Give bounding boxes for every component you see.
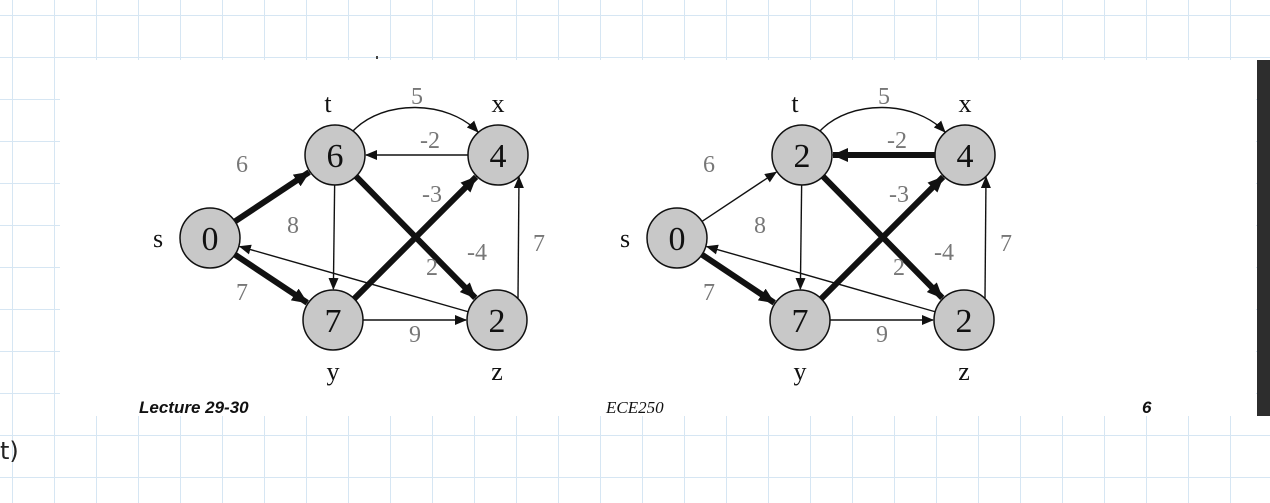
- vertex-label-z: z: [491, 357, 503, 386]
- edge-weight-x-t: -2: [887, 128, 907, 154]
- vertex-distance-s: 0: [202, 221, 219, 258]
- vertex-t: [304, 124, 366, 186]
- edge-weight-s-t: 6: [236, 152, 248, 178]
- vertex-distance-x: 4: [490, 138, 507, 175]
- edge-y-x: [819, 174, 946, 301]
- vertex-label-y: y: [794, 357, 807, 386]
- edge-z-x: [513, 176, 524, 299]
- vertex-distance-y: 7: [792, 303, 809, 340]
- vertex-distance-x: 4: [957, 138, 974, 175]
- vertex-s: [179, 207, 241, 269]
- edge-t-y: [795, 184, 806, 291]
- graph-after: 6 7 5 -2 8 -4 -3 9 7 2 0 s 2 t 4 x 7 y 2 z: [620, 84, 1012, 386]
- vertex-label-y: y: [327, 357, 340, 386]
- edge-weight-y-z: 9: [409, 322, 421, 348]
- vertex-label-t: t: [791, 89, 799, 118]
- edge-weight-z-s: 2: [893, 255, 905, 281]
- edge-weight-z-s: 2: [426, 255, 438, 281]
- edge-weight-z-x: 7: [533, 231, 545, 257]
- margin-note: t): [0, 437, 19, 465]
- edge-weight-y-x: -3: [422, 182, 442, 208]
- vertex-y: [769, 289, 831, 351]
- edge-weight-y-z: 9: [876, 322, 888, 348]
- vertex-z: [466, 289, 528, 351]
- edge-weight-t-y: 8: [287, 213, 299, 239]
- edge-weight-s-y: 7: [703, 280, 715, 306]
- edge-s-y: [233, 252, 309, 306]
- vertex-z: [933, 289, 995, 351]
- edge-weight-y-x: -3: [889, 182, 909, 208]
- vertex-x: [934, 124, 996, 186]
- vertex-label-z: z: [958, 357, 970, 386]
- edge-weight-t-x: 5: [878, 84, 890, 110]
- edge-y-x: [352, 174, 479, 301]
- slide-edge-scrollbar[interactable]: [1257, 60, 1270, 416]
- edge-weight-s-t: 6: [703, 152, 715, 178]
- vertex-distance-y: 7: [325, 303, 342, 340]
- edge-s-t: [233, 169, 311, 224]
- edge-s-y: [700, 252, 776, 306]
- edge-z-s: [705, 244, 936, 313]
- vertex-s: [646, 207, 708, 269]
- vertex-t: [771, 124, 833, 186]
- vertex-y: [302, 289, 364, 351]
- vertex-distance-t: 2: [794, 138, 811, 175]
- vertex-distance-t: 6: [327, 138, 344, 175]
- footer-lecture: Lecture 29-30: [139, 398, 249, 417]
- edge-t-x: [352, 106, 479, 133]
- vertex-label-t: t: [324, 89, 332, 118]
- edge-weight-x-t: -2: [420, 128, 440, 154]
- edge-weight-t-z: -4: [467, 240, 487, 266]
- vertex-label-s: s: [620, 224, 630, 253]
- edge-s-t: [701, 171, 778, 222]
- vertex-x: [467, 124, 529, 186]
- edge-weight-t-z: -4: [934, 240, 954, 266]
- stray-ink-mark: [376, 56, 378, 59]
- edge-t-y: [328, 184, 339, 291]
- edge-weight-s-y: 7: [236, 280, 248, 306]
- edge-weight-z-x: 7: [1000, 231, 1012, 257]
- vertex-distance-z: 2: [489, 303, 506, 340]
- edge-t-x: [819, 106, 946, 133]
- graph-before: 6 7 5 -2 8 -4 -3 9 7 2 0 s 6 t 4 x 7 y 2 z: [153, 84, 545, 386]
- edge-z-x: [980, 176, 991, 299]
- edge-weight-t-x: 5: [411, 84, 423, 110]
- vertex-distance-z: 2: [956, 303, 973, 340]
- edge-z-s: [238, 244, 469, 313]
- vertex-label-x: x: [959, 89, 972, 118]
- footer-page-number: 6: [1142, 398, 1152, 417]
- vertex-distance-s: 0: [669, 221, 686, 258]
- vertex-label-x: x: [492, 89, 505, 118]
- vertex-label-s: s: [153, 224, 163, 253]
- footer-course: ECE250: [606, 398, 664, 417]
- edge-weight-t-y: 8: [754, 213, 766, 239]
